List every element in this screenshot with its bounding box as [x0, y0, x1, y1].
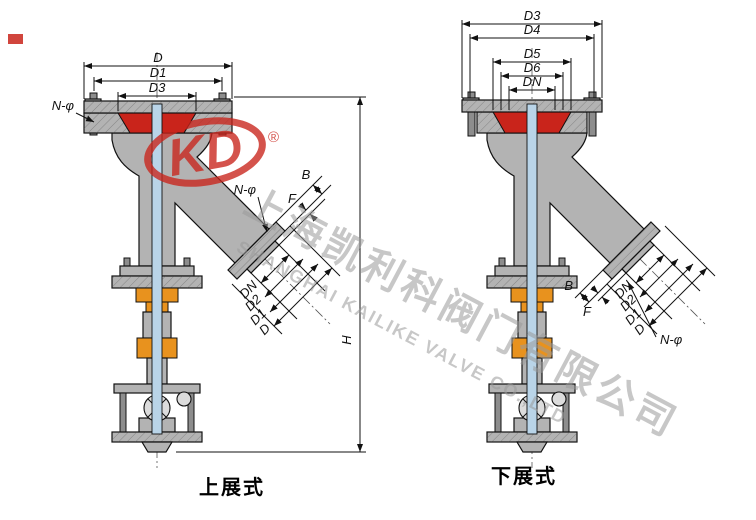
right-top-dims: D3 D4 D5 D6 DN: [461, 8, 603, 110]
dim-label-n-phi-top: N-φ: [52, 98, 75, 113]
logo-swoosh-icon: [144, 117, 266, 187]
logo-text: KD: [163, 118, 247, 188]
right-caption: 下展式: [491, 464, 557, 488]
dim-label-d1: D1: [150, 65, 167, 80]
left-valve: D D1 D3 N-φ H DN D2 D1: [52, 50, 366, 499]
right-handwheel-small: [551, 391, 567, 407]
left-handwheel-small: [176, 391, 192, 407]
left-valve-stem: [151, 103, 163, 435]
dim-label-d3-right: D3: [524, 8, 541, 23]
left-branch-thickness-dims: B F N-φ: [234, 167, 332, 246]
stamp-mark: [8, 34, 23, 44]
dim-label-d6: D6: [524, 60, 541, 75]
dim-label-h: H: [339, 335, 354, 345]
dim-label-d5: D5: [524, 46, 541, 61]
dim-label-n-phi-branch: N-φ: [234, 182, 257, 197]
dim-label-f: F: [288, 191, 297, 206]
right-valve-body: [486, 132, 645, 267]
dim-label-d4: D4: [524, 22, 541, 37]
dim-label-f-right: F: [583, 304, 592, 319]
dim-label-d3: D3: [149, 80, 166, 95]
dim-label-n-phi-right: N-φ: [660, 332, 683, 347]
left-height-dim: H: [176, 96, 366, 453]
right-valve-stem: [526, 103, 538, 435]
dim-label-b: B: [302, 167, 311, 182]
right-valve: D3 D4 D5 D6 DN DN D2 D1 D B: [461, 8, 716, 488]
right-branch-thickness-dims: B F N-φ: [564, 269, 683, 347]
left-caption: 上展式: [199, 475, 265, 499]
dim-label-d: D: [153, 50, 162, 65]
registered-mark: ®: [268, 129, 279, 146]
left-top-dims: D D1 D3: [83, 50, 233, 111]
dim-label-b-right: B: [564, 278, 573, 293]
watermark-logo: KD ®: [144, 117, 279, 188]
dim-label-dn-top: DN: [523, 74, 542, 89]
left-bolt-callout: N-φ: [52, 98, 95, 123]
